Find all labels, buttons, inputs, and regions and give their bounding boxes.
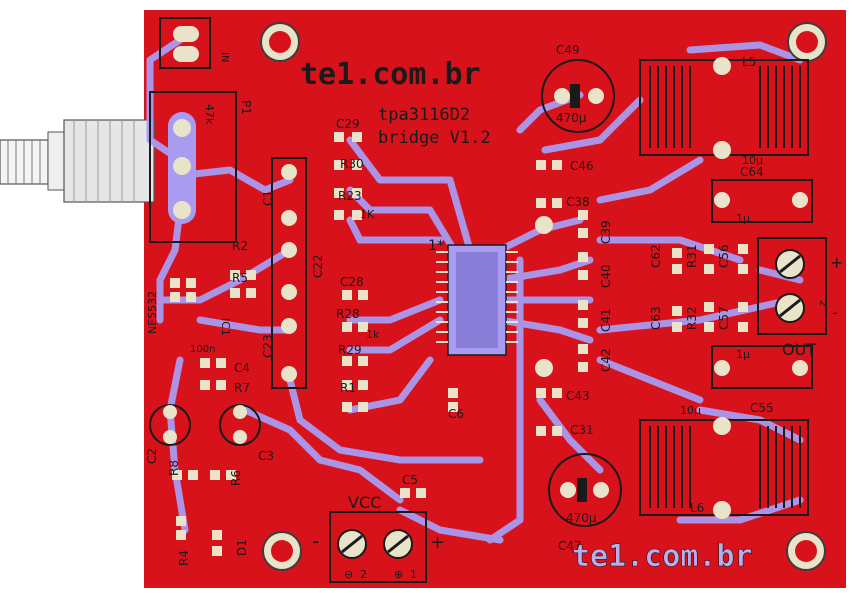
- label-l5: L5: [742, 55, 756, 69]
- label-term-pwr-vcc: ⊕: [394, 568, 403, 581]
- label-c49: C49: [556, 43, 580, 57]
- label-term-pwr-2: 2: [360, 568, 367, 581]
- label-c28: C28: [340, 275, 364, 289]
- out-label: OUT: [782, 340, 816, 359]
- label-c62: C62: [649, 244, 663, 268]
- cap-c47: [548, 453, 622, 527]
- label-c22: C22: [311, 254, 325, 278]
- label-cap-470-bottom: 470µ: [566, 511, 597, 525]
- label-ne5532: NE5532: [146, 291, 159, 334]
- label-c64: C64: [740, 165, 764, 179]
- out-plus: +: [830, 253, 843, 272]
- label-term-pwr-1: 1: [410, 568, 417, 581]
- label-c3: C3: [258, 449, 274, 463]
- label-100n: 100n: [190, 344, 215, 355]
- label-c23: C23: [261, 334, 275, 358]
- in-label: IN: [219, 52, 230, 62]
- power-plus: +: [430, 532, 445, 553]
- label-r28: R28: [336, 307, 360, 321]
- cap-c3: [219, 404, 261, 446]
- label-c42: C42: [599, 348, 613, 372]
- smd-output-filter: [672, 244, 748, 332]
- label-r30: R30: [340, 157, 364, 171]
- label-c1: C1: [261, 190, 275, 206]
- label-p1: P1: [239, 100, 253, 115]
- copper-traces: [146, 36, 804, 544]
- label-cap-1u-bottom: 1µ: [736, 348, 750, 361]
- label-cap-1u-top: 1µ: [736, 212, 750, 225]
- smd-column-left: [334, 132, 458, 412]
- label-c43: C43: [566, 389, 590, 403]
- label-r4: R4: [177, 550, 191, 566]
- label-r31: R31: [685, 244, 699, 268]
- label-r29: R29: [338, 343, 362, 357]
- potentiometer-shaft: [0, 119, 155, 203]
- label-r1: R1: [340, 381, 356, 395]
- label-c57: C57: [717, 306, 731, 330]
- label-c38: C38: [566, 195, 590, 209]
- silkscreen: te1.com.br tpa3116D2 bridge V1.2 te1.com…: [145, 43, 843, 581]
- label-p1-value: 47k: [203, 104, 216, 125]
- label-r6: R6: [229, 470, 243, 486]
- label-c29: C29: [336, 117, 360, 131]
- label-ic1: IC1: [219, 318, 232, 336]
- label-c39: C39: [599, 220, 613, 244]
- label-c56: C56: [717, 244, 731, 268]
- cap-column: [271, 157, 307, 389]
- inductor-l5: [639, 57, 809, 159]
- variant-label: bridge V1.2: [378, 128, 491, 148]
- inductor-l6: [639, 417, 809, 519]
- label-d1: D1: [235, 539, 249, 556]
- label-r5: R5: [232, 271, 248, 285]
- label-1k: 1k: [366, 328, 380, 341]
- label-l6: L6: [690, 501, 704, 515]
- label-c6: C6: [448, 407, 464, 421]
- label-c63: C63: [649, 306, 663, 330]
- label-c4: C4: [234, 361, 250, 375]
- label-term-pwr-gnd: ⊖: [344, 568, 353, 581]
- vcc-label: VCC: [348, 493, 381, 512]
- label-cap-10u-bottom: 10µ: [680, 404, 701, 417]
- potentiometer-p1: [149, 91, 237, 243]
- label-term-out-2: 2: [817, 300, 828, 306]
- label-cap-10u-top: 10µ: [742, 154, 763, 167]
- label-c5: C5: [402, 473, 418, 487]
- label-r8: R8: [167, 460, 181, 476]
- smd-misc-left: [170, 270, 426, 556]
- label-c47: C47: [558, 539, 582, 553]
- label-c55: C55: [750, 401, 774, 415]
- brand-bottom: te1.com.br: [572, 539, 753, 574]
- label-1K: 1K: [360, 208, 375, 221]
- label-r2: R2: [232, 239, 248, 253]
- label-r7: R7: [234, 381, 250, 395]
- cap-c2: [149, 404, 191, 446]
- label-cap-470-top: 470µ: [556, 111, 587, 125]
- power-terminal: [329, 511, 427, 583]
- smd-column-right: [536, 160, 588, 436]
- amplifier-ic: [436, 244, 518, 356]
- brand-top: te1.com.br: [300, 57, 481, 92]
- label-c46: C46: [570, 159, 594, 173]
- cap-c49: [541, 59, 615, 133]
- cap-c64: [711, 179, 813, 223]
- label-c40: C40: [599, 264, 613, 288]
- output-terminal: [757, 237, 827, 335]
- label-c31: C31: [570, 423, 594, 437]
- label-r32: R32: [685, 306, 699, 330]
- power-minus: -: [312, 529, 319, 553]
- label-r23: R23: [338, 189, 362, 203]
- cap-c55: [711, 345, 813, 389]
- label-c41: C41: [599, 308, 613, 332]
- out-minus: -: [832, 303, 838, 322]
- pin1-marker: 1*: [428, 238, 445, 254]
- label-c2: C2: [145, 448, 159, 464]
- input-connector: [159, 17, 211, 69]
- model-label: tpa3116D2: [378, 105, 470, 125]
